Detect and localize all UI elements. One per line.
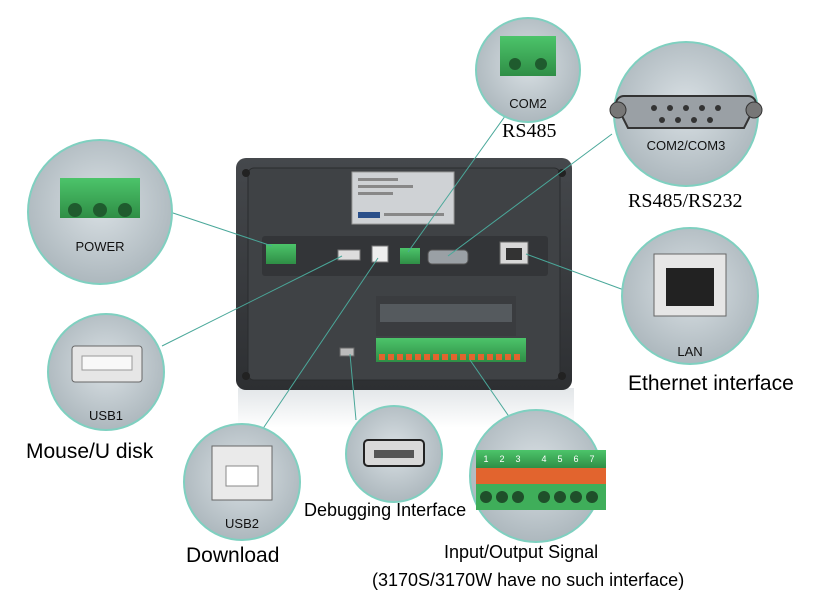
usb2-caption: Download — [186, 544, 280, 567]
lan-circle-label: LAN — [677, 344, 702, 359]
lan-callout: LAN — [621, 227, 759, 365]
io-callout: 1 2 3 4 5 6 7 — [469, 409, 606, 543]
io-caption-line2: (3170S/3170W have no such interface) — [372, 570, 685, 590]
com2-circle-label: COM2 — [509, 96, 547, 111]
usb1-circle-label: USB1 — [89, 408, 123, 423]
io-terminal-number: 4 — [541, 454, 546, 464]
usb1-port-device — [337, 249, 361, 261]
usb2-callout: USB2 — [183, 423, 301, 541]
power-circle-label: POWER — [75, 239, 124, 254]
io-terminal-number: 3 — [515, 454, 520, 464]
io-terminal-number: 2 — [499, 454, 504, 464]
io-terminal-number: 6 — [573, 454, 578, 464]
com3-callout: COM2/COM3 — [609, 41, 763, 187]
io-terminal-number: 7 — [589, 454, 594, 464]
com3-circle-label: COM2/COM3 — [647, 138, 726, 153]
com2-callout: COM2 — [475, 17, 581, 123]
debug-port-device — [339, 347, 355, 357]
leader-lines — [161, 97, 625, 431]
debug-caption: Debugging Interface — [304, 500, 467, 520]
com2-caption: RS485 — [502, 120, 557, 142]
usb2-circle-label: USB2 — [225, 516, 259, 531]
power-terminal-device — [266, 244, 296, 264]
io-terminal-number: 5 — [557, 454, 562, 464]
debug-callout — [345, 405, 443, 503]
power-callout: POWER — [27, 139, 173, 285]
usb2-port-device — [371, 245, 389, 263]
db9-port-device — [427, 249, 469, 265]
usb1-callout: USB1 — [47, 313, 165, 431]
io-caption-line1: Input/Output Signal — [444, 542, 599, 562]
com2-terminal-device — [400, 248, 420, 264]
lan-caption: Ethernet interface — [628, 372, 794, 395]
com3-caption: RS485/RS232 — [628, 190, 743, 212]
usb1-caption: Mouse/U disk — [26, 440, 154, 463]
io-terminal-number: 1 — [483, 454, 488, 464]
device-back-panel — [236, 158, 572, 390]
